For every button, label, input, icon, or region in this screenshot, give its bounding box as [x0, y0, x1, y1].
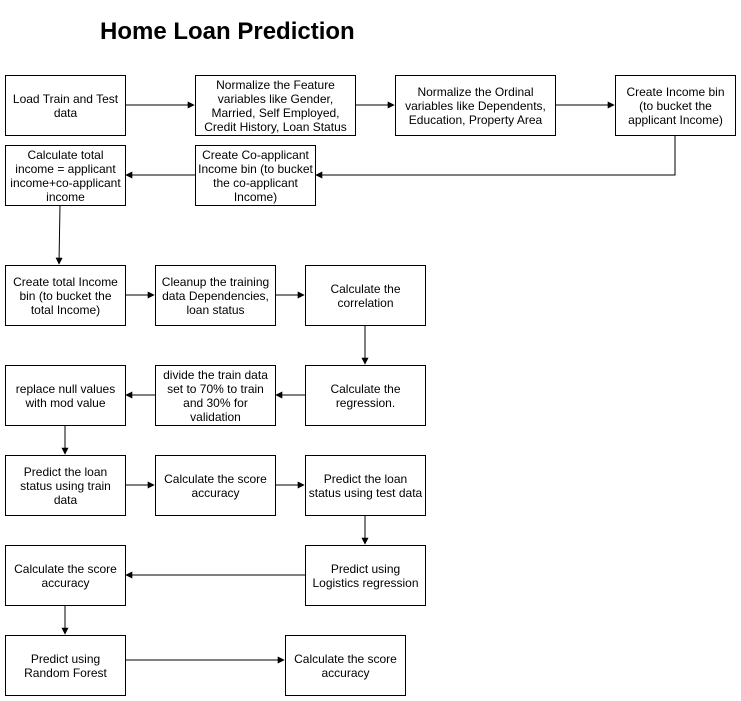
step-replace-null: replace null values with mod value: [5, 365, 126, 426]
step-cleanup: Cleanup the training data Dependencies, …: [155, 265, 276, 326]
step-score-accuracy-1: Calculate the score accuracy: [155, 455, 276, 516]
step-score-accuracy-2: Calculate the score accuracy: [5, 545, 126, 606]
step-total-income: Calculate total income = applicant incom…: [5, 145, 126, 206]
step-regression: Calculate the regression.: [305, 365, 426, 426]
step-normalize-feature: Normalize the Feature variables like Gen…: [195, 75, 356, 136]
step-correlation: Calculate the correlation: [305, 265, 426, 326]
step-predict-train: Predict the loan status using train data: [5, 455, 126, 516]
arrow-total-income-to-total-bin: [55, 204, 63, 265]
step-predict-logistic: Predict using Logistics regression: [305, 545, 426, 606]
step-divide-data: divide the train data set to 70% to trai…: [155, 365, 276, 426]
step-normalize-ordinal: Normalize the Ordinal variables like Dep…: [395, 75, 556, 136]
step-income-bin: Create Income bin (to bucket the applica…: [615, 75, 736, 136]
step-score-accuracy-3: Calculate the score accuracy: [285, 635, 406, 696]
step-total-income-bin: Create total Income bin (to bucket the t…: [5, 265, 126, 326]
arrow-income-bin-to-coapplicant: [315, 135, 676, 179]
step-predict-random-forest: Predict using Random Forest: [5, 635, 126, 696]
step-coapplicant-bin: Create Co-applicant Income bin (to bucke…: [195, 145, 316, 206]
step-load-data: Load Train and Test data: [5, 75, 126, 136]
step-predict-test: Predict the loan status using test data: [305, 455, 426, 516]
diagram-title: Home Loan Prediction: [100, 18, 355, 45]
